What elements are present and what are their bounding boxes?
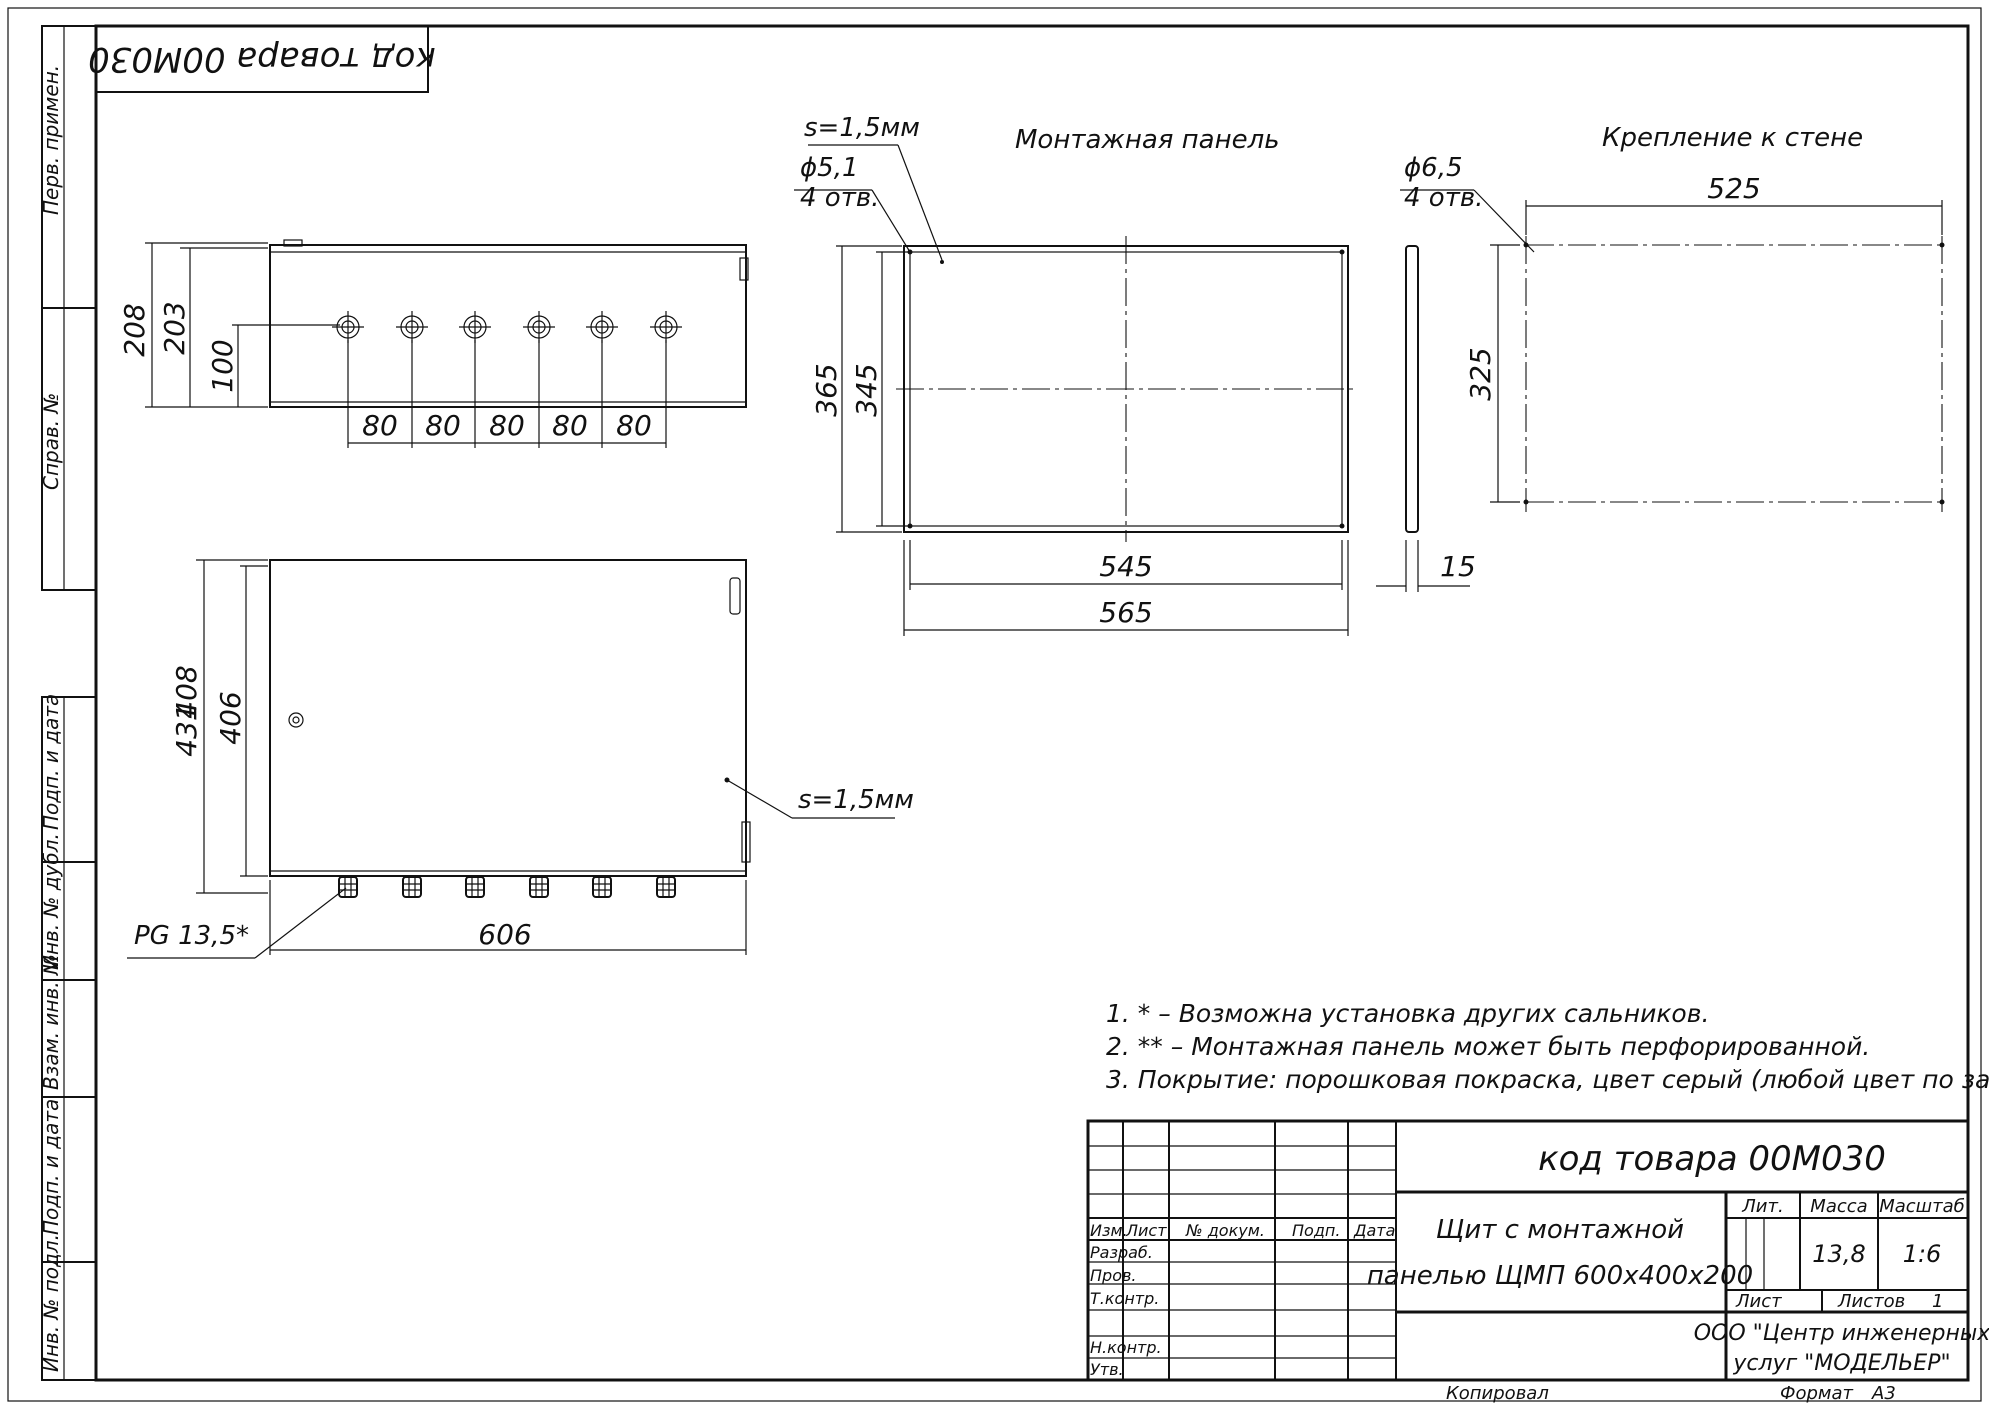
dim-80-5: 80 (616, 409, 652, 442)
tb-col-list: Лист (1125, 1221, 1167, 1240)
dim-431: 431 (170, 703, 203, 756)
tb-massa: Масса (1810, 1196, 1867, 1217)
cable-gland-front (338, 876, 358, 898)
tb-masshtab: Масштаб (1879, 1196, 1965, 1217)
tb-org-line1: ООО "Центр инженерных (1694, 1321, 1989, 1346)
dim-15: 15 (1440, 550, 1476, 583)
tb-tkontr: Т.контр. (1090, 1289, 1159, 1308)
strip-podp-data-1: Подп. и дата (39, 694, 63, 830)
cable-gland-top (332, 311, 364, 343)
label-s-front: s=1,5мм (798, 785, 914, 815)
cable-gland-front (402, 876, 422, 898)
dim-406: 406 (214, 691, 247, 744)
strip-perv-primen: Перв. примен. (39, 65, 63, 215)
strip-vzam-inv: Взам. инв. № (39, 954, 63, 1090)
strip-podp-data-2: Подп. и дата (39, 1099, 63, 1235)
cable-gland-top (459, 311, 491, 343)
label-pg: PG 13,5* (134, 921, 249, 951)
label-holes-4b: 4 отв. (1404, 183, 1483, 213)
tb-massa-value: 13,8 (1812, 1240, 1865, 1268)
dim-565: 565 (1099, 596, 1152, 629)
dim-365: 365 (810, 363, 843, 416)
tb-list: Лист (1735, 1291, 1782, 1312)
tb-nkontr: Н.контр. (1090, 1338, 1162, 1357)
title-block (1086, 1119, 1970, 1382)
mount-panel-view (794, 144, 1470, 636)
tb-name-line1: Щит с монтажной (1436, 1215, 1684, 1245)
tb-utv: Утв. (1090, 1360, 1124, 1379)
label-hole-d51: ϕ5,1 (800, 153, 859, 183)
cable-gland-top (523, 311, 555, 343)
dim-525: 525 (1707, 172, 1760, 205)
dim-80-2: 80 (425, 409, 461, 442)
note-3: 3. Покрытие: порошковая покраска, цвет с… (1106, 1065, 1989, 1094)
label-hole-d65: ϕ6,5 (1404, 153, 1463, 183)
tb-code: код товара 00М030 (1538, 1139, 1886, 1179)
cabinet-front-view (127, 559, 895, 959)
stamp-code-rotated: код товара 00М030 (88, 39, 436, 79)
note-2: 2. ** – Монтажная панель может быть перф… (1106, 1032, 1870, 1061)
strip-inv-podl: Инв. № подл. (39, 1234, 63, 1372)
note-1: 1. * – Возможна установка других сальник… (1106, 999, 1709, 1028)
tb-col-izm: Изм. (1090, 1221, 1128, 1240)
cable-gland-top (396, 311, 428, 343)
cable-gland-top (586, 311, 618, 343)
dim-80-3: 80 (489, 409, 525, 442)
cable-gland-top (650, 311, 682, 343)
cable-gland-front (656, 876, 676, 898)
tb-masshtab-value: 1:6 (1903, 1240, 1942, 1268)
tb-name-line2: панелью ЩМП 600х400х200 (1367, 1261, 1753, 1291)
cable-gland-front (465, 876, 485, 898)
footer-format-value: А3 (1871, 1383, 1896, 1404)
label-holes-4a: 4 отв. (800, 183, 879, 213)
footer-format: Формат (1780, 1383, 1854, 1404)
dim-325: 325 (1464, 347, 1497, 400)
tb-col-data: Дата (1353, 1221, 1395, 1240)
strip-sprav-no: Справ. № (39, 393, 63, 490)
tb-listov-value: 1 (1932, 1291, 1943, 1312)
dim-408: 408 (170, 665, 203, 718)
cable-gland-front (592, 876, 612, 898)
strip-inv-dubl: Инв. № дубл. (39, 833, 63, 970)
tb-lit: Лит. (1741, 1196, 1783, 1217)
wall-mount-view (1400, 189, 1945, 512)
dim-345: 345 (850, 363, 883, 416)
tb-listov: Листов (1837, 1291, 1905, 1312)
title-mount-panel: Монтажная панель (1015, 125, 1280, 155)
dim-100: 100 (206, 339, 239, 392)
dim-80-4: 80 (552, 409, 588, 442)
dim-208: 208 (118, 303, 151, 356)
tb-prov: Пров. (1090, 1266, 1137, 1285)
dim-606: 606 (478, 918, 531, 951)
dim-545: 545 (1099, 550, 1152, 583)
tb-razrab: Разраб. (1090, 1243, 1153, 1262)
label-s-panel: s=1,5мм (804, 113, 920, 143)
dim-80-1: 80 (362, 409, 398, 442)
sheet-frame (7, 7, 1982, 1402)
cabinet-top-view (145, 239, 749, 448)
cable-gland-front (529, 876, 549, 898)
tb-org-line2: услуг "МОДЕЛЬЕР" (1732, 1351, 1950, 1376)
tb-col-podp: Подп. (1292, 1221, 1340, 1240)
title-wall-mount: Крепление к стене (1602, 123, 1863, 153)
dim-203: 203 (158, 301, 191, 354)
tb-col-dokum: № докум. (1185, 1221, 1265, 1240)
footer-kopiroval: Копировал (1446, 1383, 1549, 1404)
